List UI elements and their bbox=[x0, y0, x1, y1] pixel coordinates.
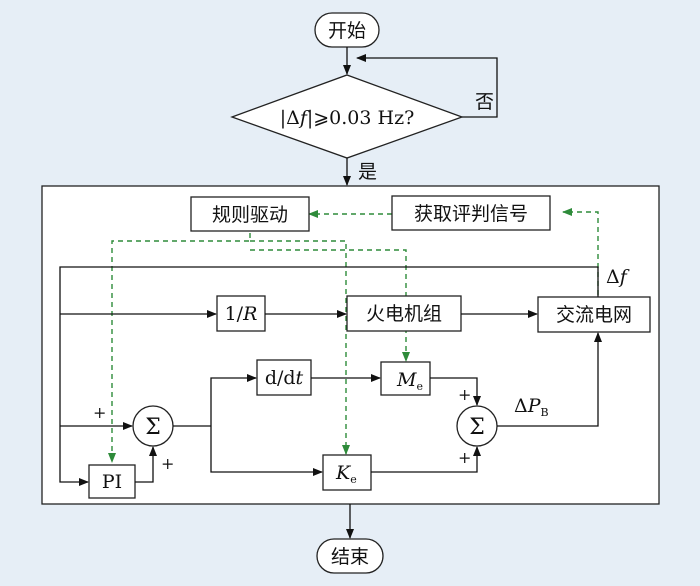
yes-label: 是 bbox=[358, 161, 377, 183]
thermal-unit-label: 火电机组 bbox=[366, 303, 442, 325]
pi-box bbox=[88, 464, 136, 499]
sum2-plus-top: + bbox=[458, 385, 471, 404]
no-label: 否 bbox=[475, 91, 494, 113]
ac-grid-label: 交流电网 bbox=[556, 304, 632, 326]
sum-left-symbol: Σ bbox=[145, 415, 161, 440]
start-label: 开始 bbox=[328, 20, 366, 42]
pi-label: PI bbox=[102, 471, 122, 493]
sum2-plus-bottom: + bbox=[458, 448, 471, 467]
feedback-bus bbox=[59, 266, 599, 486]
ke-label: Ke bbox=[335, 462, 357, 486]
control-frame bbox=[41, 185, 660, 505]
arrow-ke-to-sum2 bbox=[371, 446, 481, 473]
thermal-unit-box bbox=[346, 295, 462, 332]
sum1-plus-top: + bbox=[93, 403, 106, 422]
delta-pb-label: ΔPB bbox=[514, 395, 549, 419]
arrow-pi-to-sum1 bbox=[135, 446, 157, 483]
dash-rule-to-pi bbox=[108, 233, 251, 463]
rule-drive-box bbox=[190, 196, 310, 232]
end-label: 结束 bbox=[331, 546, 369, 568]
ac-grid-box bbox=[537, 296, 651, 333]
get-signal-box bbox=[391, 195, 551, 231]
loop-back-arrow bbox=[356, 54, 498, 118]
arrow-sum2-to-grid bbox=[497, 332, 602, 427]
sum1-plus-bottom: + bbox=[161, 454, 174, 473]
rule-drive-label: 规则驱动 bbox=[212, 204, 288, 226]
decision-label: |Δf|⩾0.03 Hz? bbox=[280, 107, 415, 129]
inv-r-box bbox=[216, 295, 266, 332]
me-box bbox=[380, 361, 431, 396]
dash-rule-to-ke bbox=[250, 240, 350, 455]
sum-right-symbol: Σ bbox=[469, 415, 485, 440]
delta-f-label: Δf bbox=[606, 266, 630, 288]
ddt-box bbox=[256, 359, 312, 396]
ddt-label: d/dt bbox=[265, 367, 304, 389]
get-signal-label: 获取评判信号 bbox=[414, 203, 528, 225]
inv-r-label: 1/R bbox=[225, 303, 258, 325]
end-terminal bbox=[316, 538, 384, 574]
me-label: Me bbox=[396, 369, 423, 393]
arrow-to-ke bbox=[210, 426, 323, 476]
arrow-to-ddt bbox=[210, 374, 257, 426]
arrow-me-to-sum2 bbox=[430, 377, 481, 406]
